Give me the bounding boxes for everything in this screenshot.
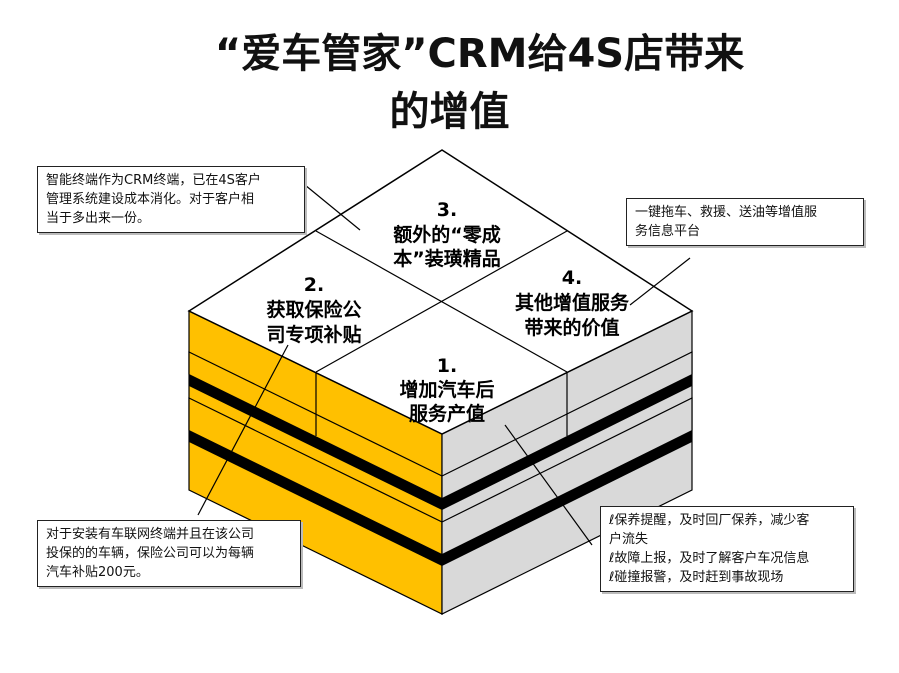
separator-band-2-left (189, 430, 442, 566)
note-bottom-right: ℓ保养提醒，及时回厂保养，减少客 户流失 ℓ故障上报，及时了解客户车况信息 ℓ碰… (600, 506, 854, 592)
tile-3-line-1: 额外的“零成 (393, 223, 501, 246)
note-bottom-right-line-3: ℓ故障上报，及时了解客户车况信息 (609, 551, 810, 566)
note-top-left-line-3: 当于多出来一份。 (46, 211, 151, 226)
tile-1: 1. 增加汽车后 服务产值 (399, 355, 494, 425)
tile-2-line-2: 司专项补贴 (266, 323, 361, 346)
note-bottom-right-line-1: ℓ保养提醒，及时回厂保养，减少客 (609, 513, 810, 528)
tile-4: 4. 其他增值服务 带来的价值 (515, 267, 630, 339)
separator-band-2-right (442, 430, 692, 566)
leader-top-right (629, 257, 691, 306)
side-edges (315, 373, 568, 436)
tile-2: 2. 获取保险公 司专项补贴 (266, 274, 361, 346)
note-top-right-line-1: 一键拖车、救援、送油等增值服 (635, 205, 818, 220)
note-bottom-right-line-2: 户流失 (609, 532, 649, 547)
note-bottom-right-line-4: ℓ碰撞报警，及时赶到事故现场 (609, 570, 784, 585)
tile-1-number: 1. (437, 355, 457, 377)
separators (189, 374, 692, 566)
tile-3: 3. 额外的“零成 本”装璜精品 (393, 199, 501, 270)
tile-3-number: 3. (437, 199, 457, 221)
leader-bottom-left (197, 344, 289, 516)
note-top-right: 一键拖车、救援、送油等增值服 务信息平台 (626, 198, 864, 246)
leader-lines (197, 184, 691, 546)
tile-1-line-2: 服务产值 (409, 402, 485, 425)
note-top-right-line-2: 务信息平台 (635, 224, 701, 239)
note-top-left-line-1: 智能终端作为CRM终端，已在4S客户 (46, 173, 261, 188)
note-bottom-left-line-3: 汽车补贴200元。 (46, 565, 149, 580)
tile-4-line-1: 其他增值服务 (515, 291, 630, 314)
note-bottom-left-line-1: 对于安装有车联网终端并且在该公司 (46, 527, 255, 542)
separator-band-1-right (442, 374, 692, 510)
top-divider-b (315, 230, 568, 373)
note-top-left: 智能终端作为CRM终端，已在4S客户 管理系统建设成本消化。对于客户相 当于多出… (37, 166, 305, 233)
leader-bottom-right (504, 424, 593, 546)
note-bottom-left-line-2: 投保的的车辆，保险公司可以为每辆 (46, 546, 255, 561)
tile-2-line-1: 获取保险公 (266, 298, 361, 321)
tile-3-line-2: 本”装璜精品 (393, 247, 501, 270)
top-dividers (315, 230, 568, 373)
note-top-left-line-2: 管理系统建设成本消化。对于客户相 (46, 192, 255, 207)
tile-2-number: 2. (304, 274, 324, 296)
top-face (187, 149, 694, 435)
separator-band-1-left (189, 374, 442, 510)
tile-4-line-2: 带来的价值 (524, 316, 619, 339)
tile-1-line-1: 增加汽车后 (399, 378, 494, 401)
tile-4-number: 4. (562, 267, 582, 289)
note-bottom-left: 对于安装有车联网终端并且在该公司 投保的的车辆，保险公司可以为每辆 汽车补贴20… (37, 520, 301, 587)
leader-top-left (304, 184, 361, 231)
title-line-2: 的增值 (389, 89, 510, 135)
title-line-1: “爱车管家”CRM给4S店带来 (214, 31, 745, 77)
right-face-layer-3 (441, 397, 693, 615)
